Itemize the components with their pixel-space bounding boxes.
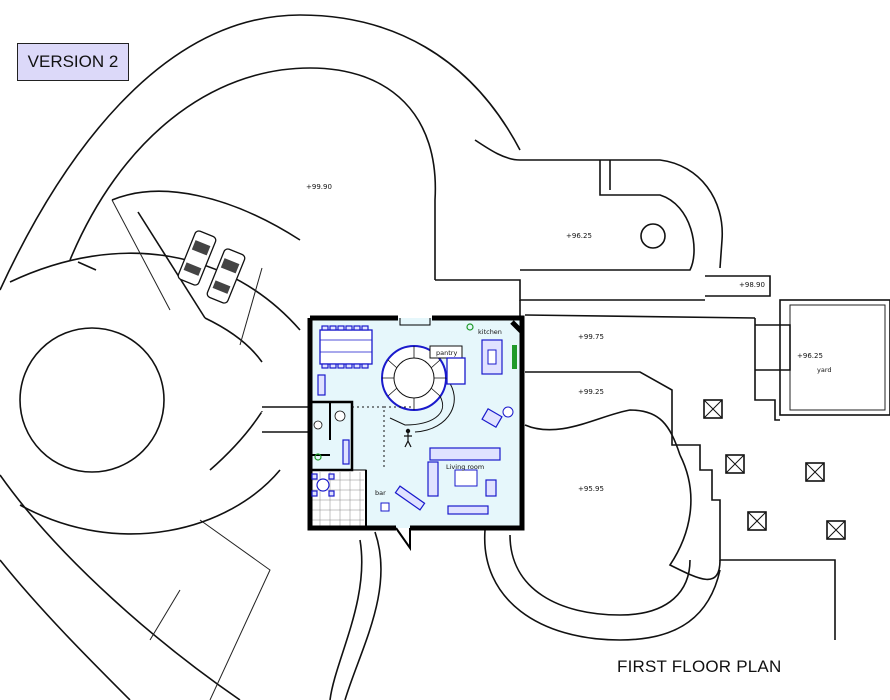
room-label-living-room: Living room: [446, 463, 484, 471]
parking-area: [111, 190, 301, 363]
version-label: VERSION 2: [27, 52, 119, 71]
skylight-markers: [703, 399, 846, 540]
house-floor-plan: [307, 315, 525, 552]
person-figure: [404, 428, 412, 448]
car-1: [177, 230, 217, 286]
patio-table: [311, 473, 335, 497]
level-yard: +96.25: [797, 352, 823, 360]
level-upper-terrace: +96.25: [566, 232, 592, 240]
plant-icon: [466, 323, 474, 331]
level-east-terrace-mid: +99.25: [578, 388, 604, 396]
version-badge: VERSION 2: [17, 43, 129, 81]
room-label-kitchen: kitchen: [478, 328, 502, 336]
living-room-sofa-set: [427, 447, 501, 515]
level-top-courtyard: +99.90: [306, 183, 332, 191]
plan-title: FIRST FLOOR PLAN: [617, 657, 782, 676]
room-label-yard: yard: [817, 366, 832, 374]
level-lower-terrace: +95.95: [578, 485, 604, 493]
plant-icon: [314, 453, 322, 461]
lounge-chairs: [481, 406, 514, 429]
level-ledge: +98.90: [739, 281, 765, 289]
room-label-bar: bar: [375, 489, 386, 497]
upper-terrace: [435, 139, 771, 316]
level-east-terrace-upper: +99.75: [578, 333, 604, 341]
east-terraces: [329, 299, 890, 700]
dining-table: [319, 325, 373, 369]
roundabout-island: [19, 327, 165, 473]
car-2: [206, 248, 246, 304]
room-label-pantry: pantry: [436, 349, 457, 357]
kitchen-island: [481, 339, 503, 375]
spiral-staircase: [381, 345, 455, 433]
bar-counter: [380, 485, 426, 512]
